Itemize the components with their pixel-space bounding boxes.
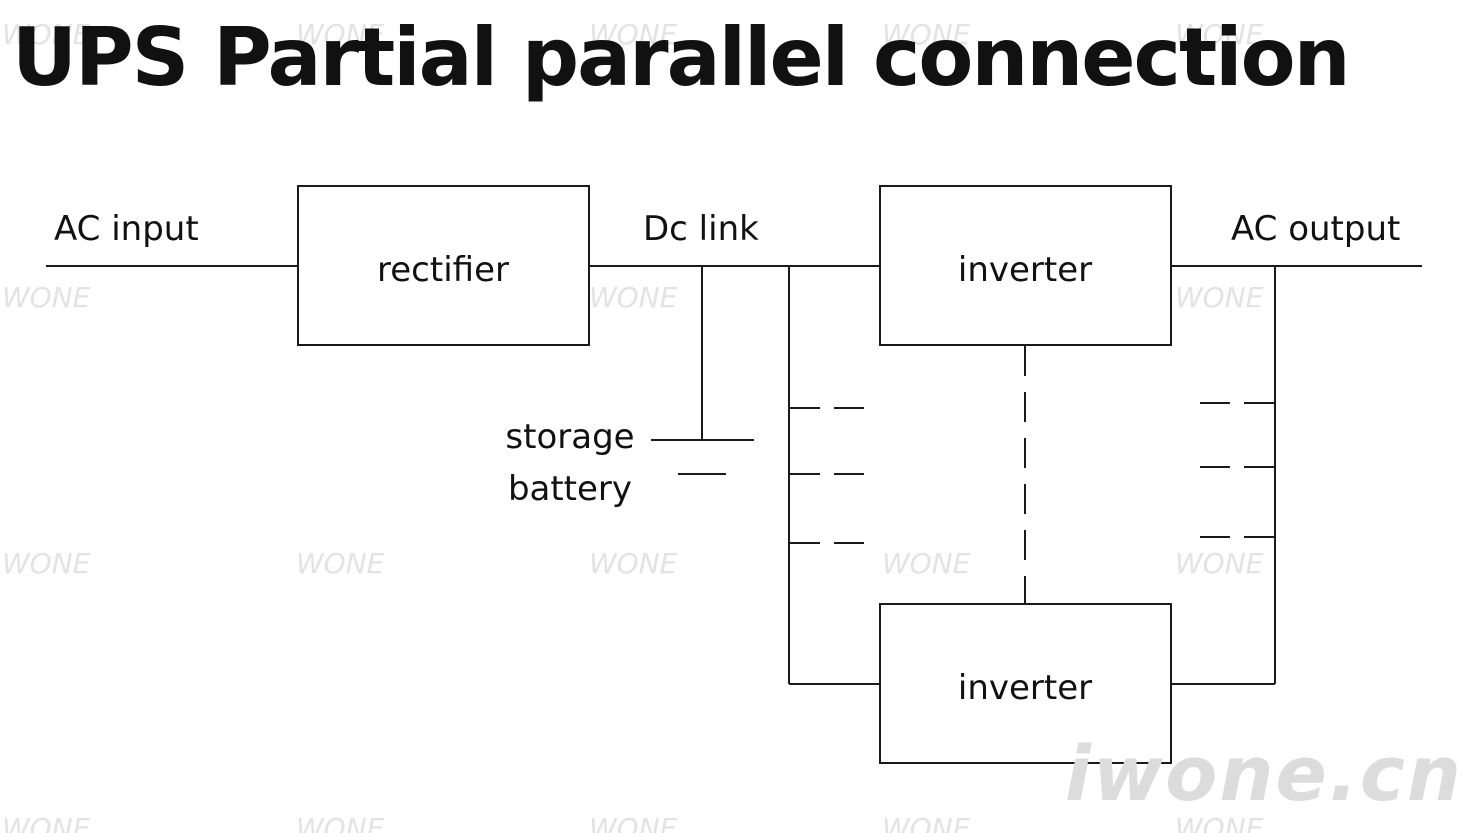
watermark-text: WONE [296,18,385,51]
watermark-text: WONE [2,547,91,580]
ac-output-label: AC output [1231,209,1400,249]
watermark-text: WONE [1175,18,1264,51]
watermark-text: WONE [589,18,678,51]
watermark-text: WONE [1175,812,1264,833]
watermark-text: WONE [589,547,678,580]
watermark-text: WONE [2,18,91,51]
dc-link-label: Dc link [643,209,759,249]
watermark-text: WONE [1175,547,1264,580]
ac-input-label: AC input [54,209,199,249]
watermark-text: WONE [1175,281,1264,314]
watermark-text: WONE [296,547,385,580]
watermark-text: WONE [589,281,678,314]
page-title: UPS Partial parallel connection [12,11,1351,104]
wiring [46,265,1422,685]
inverter-top-block: inverter [879,185,1172,346]
inverter-bottom-block: inverter [879,603,1172,764]
inverter-bottom-box [879,603,1172,764]
rectifier-box [297,185,590,346]
battery-symbol [651,439,754,475]
inverter-top-box [879,185,1172,346]
storage-label: storage [505,417,634,457]
watermark-text: WONE [882,18,971,51]
watermark-text: WONE [2,812,91,833]
watermark-text: WONE [882,812,971,833]
watermark-text: WONE [296,812,385,833]
inverter-top-label: inverter [958,250,1092,290]
brand-watermark: iwone.cn [1065,729,1463,818]
rectifier-block: rectifier [297,185,590,346]
watermark-text: WONE [589,812,678,833]
inverter-bottom-label: inverter [958,668,1092,708]
watermark-text: WONE [2,281,91,314]
watermark-text: WONE [882,547,971,580]
rectifier-label: rectifier [377,250,509,290]
battery-label: battery [508,469,632,509]
parallel-unit-dashes [790,346,1274,604]
